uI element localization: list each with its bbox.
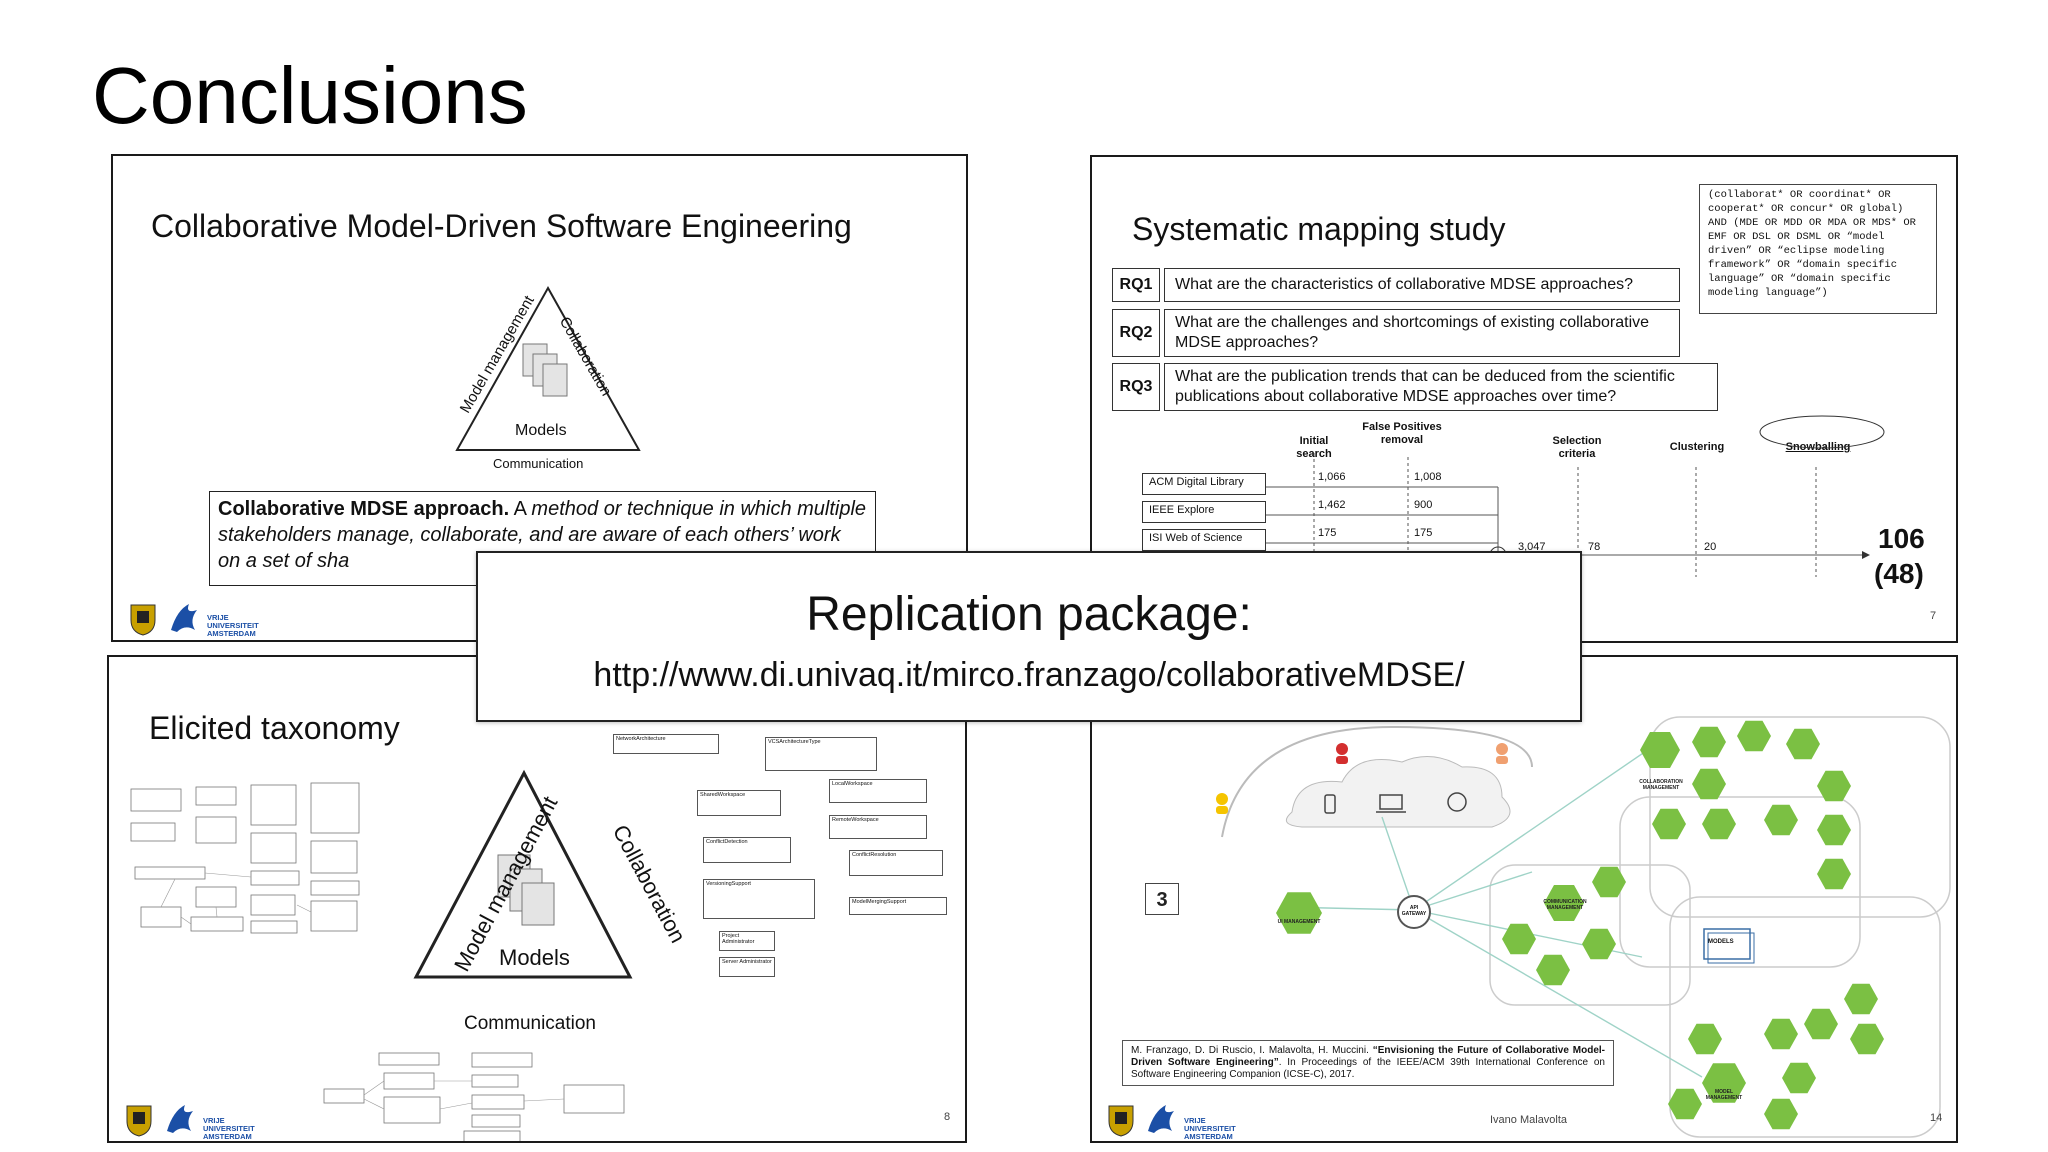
api-gateway-label: API GATEWAY (1401, 905, 1427, 917)
fp-acm: 1,008 (1414, 471, 1442, 483)
vu-logo-text: VRIJE UNIVERSITEIT AMSTERDAM (1184, 1116, 1236, 1141)
uml-local-workspace: LocalWorkspace (829, 779, 927, 803)
definition-text: method or technique in which multiple st… (218, 498, 867, 572)
slide-heading: Elicited taxonomy (149, 710, 400, 746)
communication-management-label: COMMUNICATION MANAGEMENT (1543, 899, 1587, 911)
source-acm: ACM Digital Library (1142, 473, 1266, 495)
uml-project-administrator: Project Administrator (719, 931, 775, 951)
uml-vcs-architecture-type: VCSArchitectureType (765, 737, 877, 771)
globe-icon (1447, 792, 1467, 812)
model-management-hex-icon (1702, 1063, 1746, 1103)
definition-prefix: A (509, 498, 532, 520)
fp-ieee: 900 (1414, 499, 1433, 511)
rq2-tag: RQ2 (1112, 309, 1160, 357)
uml-shared-workspace: SharedWorkspace (697, 790, 781, 816)
header-clustering: Clustering (1669, 441, 1725, 453)
person-icon (1496, 743, 1508, 755)
selection-count: 78 (1588, 541, 1601, 553)
triangle-center-label: Models (499, 945, 570, 970)
concept-triangle (413, 769, 633, 979)
uml-model-merging-support: ModelMergingSupport (849, 897, 947, 915)
replication-package-callout: Replication package: http://www.di.univa… (476, 551, 1582, 722)
smartphone-icon (1324, 794, 1336, 814)
rq3-tag: RQ3 (1112, 363, 1160, 411)
citation-venue: . In Proceedings of the IEEE/ACM 39th In… (1131, 1057, 1605, 1080)
vu-griffin-icon (1148, 1105, 1174, 1133)
author-name: Ivano Malavolta (1490, 1114, 1568, 1126)
citation-title: “Envisioning the Future of Collaborative… (1131, 1045, 1605, 1068)
concept-triangle (455, 285, 641, 451)
final-count-secondary: (48) (1874, 558, 1924, 589)
source-ieee: IEEE Explore (1142, 501, 1266, 523)
initial-ieee: 1,462 (1318, 499, 1346, 511)
initial-acm: 1,066 (1318, 471, 1346, 483)
rq1-text: What are the characteristics of collabor… (1164, 268, 1680, 302)
header-snowballing: Snowballing (1785, 441, 1851, 453)
slide-elicited-taxonomy: Elicited taxonomy Model management Colla… (107, 655, 967, 1143)
page-number: 14 (1930, 1112, 1943, 1124)
clustering-count: 20 (1704, 541, 1717, 553)
fp-isi: 175 (1414, 527, 1433, 539)
search-query-box: (collaborat* OR coordinat* OR cooperat* … (1699, 184, 1937, 314)
vu-griffin-icon (167, 1105, 193, 1133)
vu-logo-text: VRIJE UNIVERSITEIT AMSTERDAM (207, 613, 259, 638)
page-number: 7 (1930, 610, 1937, 622)
definition-box: Collaborative MDSE approach. A method or… (209, 491, 876, 586)
vu-logo-text: VRIJE UNIVERSITEIT AMSTERDAM (203, 1116, 255, 1141)
slide-heading: Systematic mapping study (1132, 211, 1506, 247)
slide-heading: Collaborative Model-Driven Software Engi… (151, 208, 852, 244)
replication-url-link[interactable]: http://www.di.univaq.it/mirco.franzago/c… (593, 656, 1465, 694)
documents-icon (522, 343, 568, 397)
replication-heading: Replication package: (806, 588, 1252, 641)
architecture-diagram (1216, 716, 1951, 1138)
collaboration-management-label: COLLABORATION MANAGEMENT (1639, 779, 1683, 791)
model-management-label: MODEL MANAGEMENT (1705, 1089, 1743, 1101)
rq3-text: What are the publication trends that can… (1164, 363, 1718, 411)
header-false-positives: False Positives removal (1362, 421, 1442, 446)
page-title: Conclusions (92, 51, 528, 140)
uml-server-administrator: Server Administrator (719, 957, 775, 977)
merged-count: 3,047 (1518, 541, 1546, 553)
initial-isi: 175 (1318, 527, 1337, 539)
final-count: 106 (1878, 523, 1925, 554)
ui-management-label: UI MANAGEMENT (1277, 919, 1321, 925)
api-gateway-icon (1397, 895, 1431, 929)
university-crest-icon (126, 1105, 152, 1137)
triangle-bottom-label: Communication (493, 456, 584, 471)
taxonomy-class-diagram-bottom (323, 1052, 625, 1141)
university-crest-icon (1108, 1105, 1134, 1137)
models-document-icon (1703, 928, 1751, 960)
models-label: MODELS (1708, 939, 1734, 945)
uml-conflict-resolution: ConflictResolution (849, 850, 943, 876)
slide-vision-architecture: UI MANAGEMENT COLLABORATION MANAGEMENT C… (1090, 655, 1958, 1143)
rq2-text: What are the challenges and shortcomings… (1164, 309, 1680, 357)
rq1-tag: RQ1 (1112, 268, 1160, 302)
citation-box: M. Franzago, D. Di Ruscio, I. Malavolta,… (1122, 1040, 1614, 1086)
triangle-center-label: Models (515, 422, 567, 439)
person-icon (1336, 743, 1348, 755)
uml-versioning-support: VersioningSupport (703, 879, 815, 919)
header-selection-criteria: Selection criteria (1552, 435, 1602, 460)
laptop-icon (1379, 794, 1403, 810)
person-icon (1216, 793, 1228, 805)
definition-term: Collaborative MDSE approach. (218, 498, 510, 520)
triangle-bottom-label: Communication (464, 1013, 596, 1034)
uml-remote-workspace: RemoteWorkspace (829, 815, 927, 839)
page-number: 8 (944, 1111, 951, 1123)
step-badge: 3 (1145, 883, 1179, 915)
university-crest-icon (130, 604, 156, 636)
uml-conflict-detection: ConflictDetection (703, 837, 791, 863)
slide-systematic-mapping: Systematic mapping study (collaborat* OR… (1090, 155, 1958, 643)
vu-griffin-icon (171, 604, 197, 632)
uml-network-architecture: NetworkArchitecture (613, 734, 719, 754)
source-isi: ISI Web of Science (1142, 529, 1266, 551)
citation-authors: M. Franzago, D. Di Ruscio, I. Malavolta,… (1131, 1045, 1373, 1056)
documents-icon (497, 854, 555, 926)
taxonomy-class-diagram-left (130, 782, 360, 934)
